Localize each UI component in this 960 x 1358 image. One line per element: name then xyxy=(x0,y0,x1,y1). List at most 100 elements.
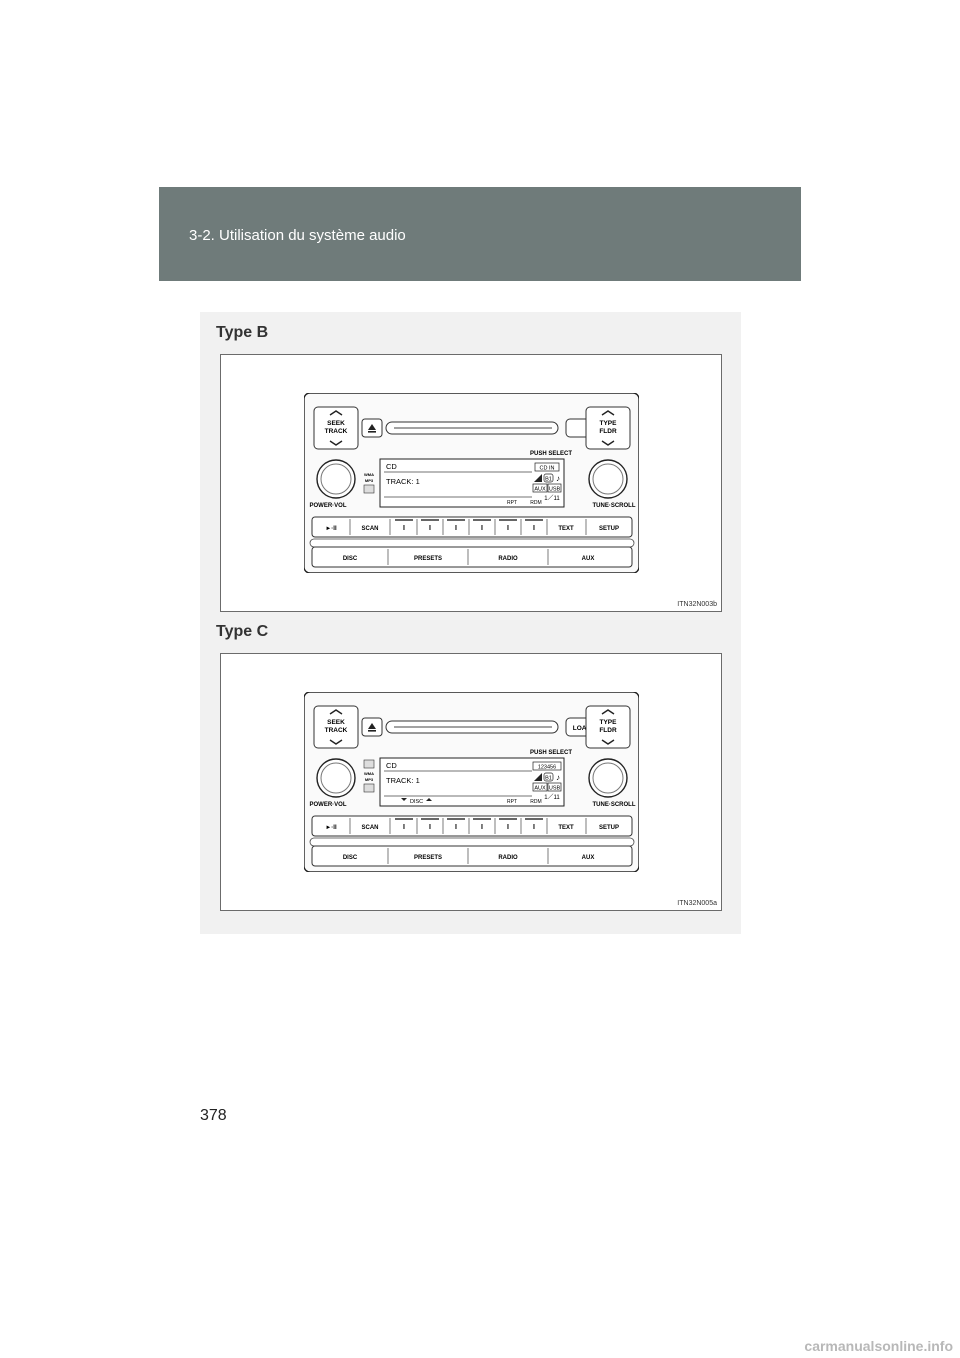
display-rdm: RDM xyxy=(530,500,541,506)
preset-button-6[interactable]: I xyxy=(533,824,535,831)
figure-panel: Type B SEEK TRACK TYPE FLDR PUSH SELECT xyxy=(200,312,741,934)
power-vol-label: POWER·VOL xyxy=(310,503,347,509)
radio-panel-type-b: SEEK TRACK TYPE FLDR PUSH SELECT POWER·V… xyxy=(304,393,639,573)
signal-icon xyxy=(534,773,542,781)
section-header: 3-2. Utilisation du système audio xyxy=(159,187,801,281)
display-screen xyxy=(379,458,565,508)
mp3-logo: MP3 xyxy=(365,478,374,483)
radio-button[interactable]: RADIO xyxy=(498,855,518,861)
play-pause-button[interactable]: ►·II xyxy=(325,526,337,532)
seek-track-button[interactable] xyxy=(313,705,359,749)
preset-button-1[interactable]: I xyxy=(403,824,405,831)
display-counter: 1／11 xyxy=(544,794,560,801)
preset-button-6[interactable]: I xyxy=(533,525,535,532)
preset-button-3[interactable]: I xyxy=(455,525,457,532)
preset-button-3[interactable]: I xyxy=(455,824,457,831)
section-title: 3-2. Utilisation du système audio xyxy=(189,227,406,244)
type-label: TYPE xyxy=(600,719,618,726)
display-line2: TRACK: 1 xyxy=(386,477,420,486)
aux-button[interactable]: AUX xyxy=(582,855,595,861)
display-badge-aux: AUX xyxy=(534,487,546,493)
watermark: carmanualsonline.info xyxy=(804,1338,953,1354)
power-vol-knob[interactable] xyxy=(316,459,356,499)
play-pause-button[interactable]: ►·II xyxy=(325,825,337,831)
disc-button[interactable]: DISC xyxy=(343,855,358,861)
figure-code: ITN32N003b xyxy=(677,601,717,608)
display-counter: 1／11 xyxy=(544,495,560,502)
preset-button-2[interactable]: I xyxy=(429,824,431,831)
display-badge-top: 123456 xyxy=(538,765,556,771)
seek-label: SEEK xyxy=(327,719,345,726)
presets-button[interactable]: PRESETS xyxy=(414,556,442,562)
display-screen xyxy=(379,757,565,807)
page-number: 378 xyxy=(200,1107,227,1124)
disc-up-icon xyxy=(426,798,432,801)
tune-scroll-label: TUNE·SCROLL xyxy=(593,802,636,808)
scan-button[interactable]: SCAN xyxy=(361,825,378,831)
music-note-icon: ♪ xyxy=(556,474,560,483)
setup-button[interactable]: SETUP xyxy=(599,526,619,532)
radio-button[interactable]: RADIO xyxy=(498,556,518,562)
figure-code: ITN32N005a xyxy=(677,900,717,907)
display-badge-usb: USB xyxy=(549,786,561,792)
tune-scroll-knob[interactable] xyxy=(588,459,628,499)
type-label: TYPE xyxy=(600,420,618,427)
push-select-label: PUSH SELECT xyxy=(530,750,572,756)
seek-track-button[interactable] xyxy=(313,406,359,450)
preset-button-2[interactable]: I xyxy=(429,525,431,532)
tune-scroll-knob[interactable] xyxy=(588,758,628,798)
display-badge-bt: B1 xyxy=(545,477,552,483)
radio-panel-type-c: SEEK TRACK LOAD TYPE FLDR PUSH SELECT PO… xyxy=(304,692,639,872)
disc-logo-icon xyxy=(363,484,375,494)
tune-scroll-label: TUNE·SCROLL xyxy=(593,503,636,509)
track-label: TRACK xyxy=(325,428,348,435)
figure-type-c: SEEK TRACK LOAD TYPE FLDR PUSH SELECT PO… xyxy=(220,653,722,911)
text-button[interactable]: TEXT xyxy=(558,825,574,831)
disc-down-icon xyxy=(401,798,407,801)
changer-logo-icon xyxy=(363,759,375,769)
display-line1: CD xyxy=(386,761,397,770)
presets-button[interactable]: PRESETS xyxy=(414,855,442,861)
load-label: LOAD xyxy=(573,725,592,732)
seek-label: SEEK xyxy=(327,420,345,427)
signal-icon xyxy=(534,474,542,482)
disc-logo-icon xyxy=(363,783,375,793)
display-rdm: RDM xyxy=(530,799,541,805)
preset-button-5[interactable]: I xyxy=(507,824,509,831)
text-button[interactable]: TEXT xyxy=(558,526,574,532)
power-vol-label: POWER·VOL xyxy=(310,802,347,808)
figure-type-b: SEEK TRACK TYPE FLDR PUSH SELECT POWER·V… xyxy=(220,354,722,612)
preset-button-4[interactable]: I xyxy=(481,525,483,532)
display-disc: DISC xyxy=(410,799,423,805)
eject-icon xyxy=(368,723,376,729)
power-vol-knob[interactable] xyxy=(316,758,356,798)
track-label: TRACK xyxy=(325,727,348,734)
setup-button[interactable]: SETUP xyxy=(599,825,619,831)
display-rpt: RPT xyxy=(507,799,517,805)
mp3-logo: MP3 xyxy=(365,777,374,782)
display-line2: TRACK: 1 xyxy=(386,776,420,785)
fldr-label: FLDR xyxy=(599,428,617,435)
preset-button-5[interactable]: I xyxy=(507,525,509,532)
type-fldr-button[interactable] xyxy=(585,705,631,749)
display-rpt: RPT xyxy=(507,500,517,506)
music-note-icon: ♪ xyxy=(556,773,560,782)
preset-button-4[interactable]: I xyxy=(481,824,483,831)
fldr-label: FLDR xyxy=(599,727,617,734)
display-badge-top: CD IN xyxy=(540,466,555,472)
aux-button[interactable]: AUX xyxy=(582,556,595,562)
type-fldr-button[interactable] xyxy=(585,406,631,450)
eject-icon xyxy=(368,424,376,430)
type-c-label: Type C xyxy=(216,623,269,640)
scan-button[interactable]: SCAN xyxy=(361,526,378,532)
display-badge-bt: B1 xyxy=(545,776,552,782)
display-badge-aux: AUX xyxy=(534,786,546,792)
display-badge-usb: USB xyxy=(549,487,561,493)
disc-button[interactable]: DISC xyxy=(343,556,358,562)
push-select-label: PUSH SELECT xyxy=(530,451,572,457)
type-b-label: Type B xyxy=(216,324,269,341)
preset-button-1[interactable]: I xyxy=(403,525,405,532)
display-line1: CD xyxy=(386,462,397,471)
wma-logo: WMA xyxy=(364,771,374,776)
wma-logo: WMA xyxy=(364,472,374,477)
